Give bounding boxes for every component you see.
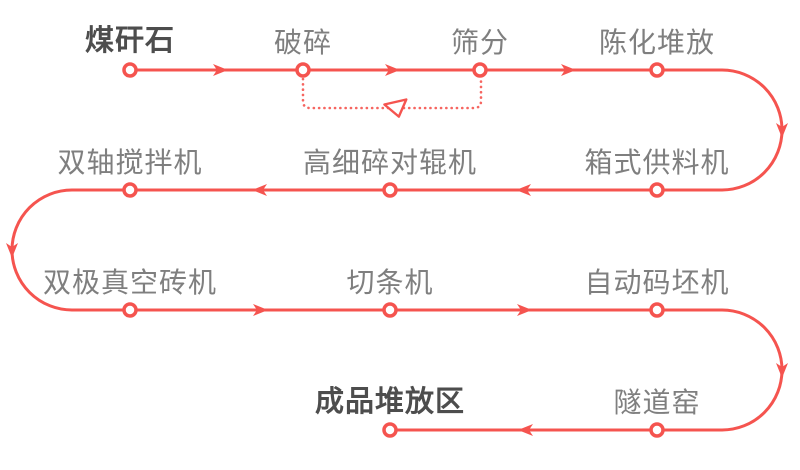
node-marker-coal-gangue: [122, 62, 138, 78]
node-marker-tunnel-kiln: [649, 422, 665, 438]
node-label-tunnel-kiln: 隧道窑: [613, 387, 701, 418]
node-label-box-feeder: 箱式供料机: [584, 147, 730, 178]
node-marker-screening: [472, 62, 488, 78]
node-label-screening: 筛分: [450, 27, 510, 58]
main-flow-path: [10, 68, 784, 432]
node-marker-vacuum-brick-machine: [122, 302, 138, 318]
node-marker-strip-cutter: [382, 302, 398, 318]
node-marker-twin-shaft-mixer: [122, 182, 138, 198]
node-marker-crushing: [295, 62, 311, 78]
node-label-vacuum-brick-machine: 双极真空砖机: [42, 267, 218, 298]
node-label-crushing: 破碎: [273, 27, 333, 58]
node-marker-box-feeder: [649, 182, 665, 198]
feedback-arrow-icon: [383, 98, 408, 118]
node-marker-auto-stacker: [649, 302, 665, 318]
node-label-roller-crusher: 高细碎对辊机: [302, 147, 478, 178]
node-label-coal-gangue: 煤矸石: [84, 25, 176, 57]
feedback-path: [301, 77, 483, 110]
node-label-aging-stack: 陈化堆放: [598, 27, 716, 58]
node-label-auto-stacker: 自动码坯机: [584, 267, 730, 298]
node-marker-roller-crusher: [382, 182, 398, 198]
node-marker-aging-stack: [649, 62, 665, 78]
node-label-finished-stockyard: 成品堆放区: [314, 386, 466, 418]
node-label-strip-cutter: 切条机: [346, 267, 434, 298]
node-label-twin-shaft-mixer: 双轴搅拌机: [57, 147, 203, 178]
node-marker-finished-stockyard: [382, 422, 398, 438]
